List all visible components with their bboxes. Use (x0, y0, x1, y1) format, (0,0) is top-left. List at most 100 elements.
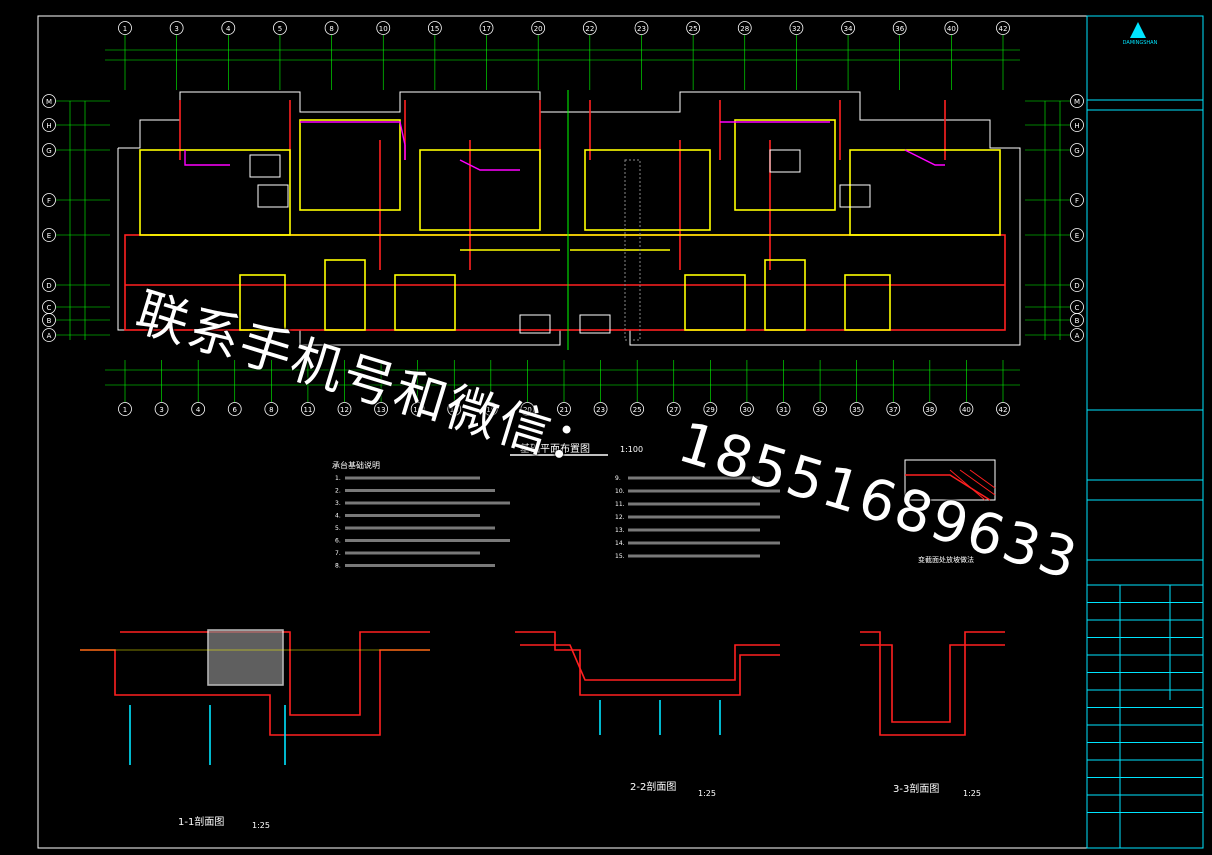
svg-text:E: E (47, 232, 51, 240)
svg-text:29: 29 (706, 406, 715, 414)
axis-bubble-right: E (1070, 228, 1084, 242)
svg-text:25: 25 (689, 25, 698, 33)
section-1-title: 1-1剖面图 (178, 815, 224, 828)
axis-bubble-bottom: 29 (703, 402, 718, 416)
axis-bubble-right: D (1070, 278, 1084, 292)
axis-bubble-right: A (1070, 328, 1084, 342)
axis-bubble-top: 25 (686, 21, 701, 35)
svg-text:40: 40 (962, 406, 971, 414)
note-item: 15. (615, 553, 625, 560)
svg-text:C: C (1075, 304, 1080, 312)
note-item: 14. (615, 540, 625, 547)
svg-text:38: 38 (925, 406, 934, 414)
note-item: 4. (335, 513, 341, 520)
svg-text:19: 19 (486, 406, 495, 414)
axis-bubble-right: M (1070, 94, 1084, 108)
svg-text:B: B (1075, 317, 1080, 325)
axis-bubble-left: B (42, 313, 56, 327)
svg-text:23: 23 (637, 25, 646, 33)
note-item: 11. (615, 501, 625, 508)
axis-bubble-bottom: 37 (886, 402, 901, 416)
axis-bubble-bottom: 35 (849, 402, 864, 416)
note-item: 10. (615, 488, 625, 495)
axis-bubble-bottom: 11 (301, 402, 315, 416)
section-2-2 (515, 631, 780, 735)
axis-bubble-bottom: 31 (776, 402, 791, 416)
note-item: 8. (335, 563, 341, 570)
svg-text:M: M (46, 98, 52, 106)
svg-text:E: E (1075, 232, 1079, 240)
svg-text:15: 15 (430, 25, 439, 33)
svg-text:23: 23 (596, 406, 605, 414)
section-1-1 (80, 629, 430, 765)
axis-bubble-top: 15 (427, 21, 442, 35)
note-item: 5. (335, 525, 341, 532)
notes-left: 1.2.3.4.5.6.7.8. (335, 475, 510, 570)
plan-scale: 1:100 (620, 445, 643, 454)
notes-heading: 承台基础说明 (332, 460, 380, 470)
notes-right: 9.10.11.12.13.14.15. (615, 475, 780, 560)
svg-text:20: 20 (523, 406, 532, 414)
axis-bubble-top: 23 (634, 21, 649, 35)
axis-bubble-bottom: 19 (483, 402, 498, 416)
svg-text:28: 28 (740, 25, 749, 33)
axis-bubble-right: C (1070, 300, 1084, 314)
svg-text:17: 17 (482, 25, 491, 33)
axis-bubble-top: 3 (169, 21, 184, 35)
svg-text:25: 25 (633, 406, 642, 414)
svg-text:35: 35 (852, 406, 861, 414)
axis-bubble-bottom: 6 (227, 402, 242, 416)
axis-bubble-top: 20 (531, 21, 546, 35)
title-block-logo: DAMINGSHAN (1123, 40, 1158, 46)
section-1-scale: 1:25 (252, 821, 270, 830)
axis-bubble-bottom: 32 (813, 402, 827, 416)
axis-bubble-right: B (1070, 313, 1084, 327)
svg-text:31: 31 (779, 406, 788, 414)
svg-text:F: F (47, 197, 51, 205)
axis-bubble-bottom: 42 (996, 402, 1010, 416)
svg-text:30: 30 (742, 406, 751, 414)
svg-text:D: D (46, 282, 51, 290)
note-item: 12. (615, 514, 625, 521)
axis-bubble-top: 34 (841, 21, 855, 35)
axis-bubble-top: 1 (118, 21, 132, 35)
axis-bubble-top: 5 (273, 21, 287, 35)
svg-text:27: 27 (669, 406, 678, 414)
note-item: 6. (335, 538, 341, 545)
svg-text:1: 1 (123, 25, 127, 33)
svg-text:3: 3 (159, 406, 163, 414)
note-item: 13. (615, 527, 625, 534)
axis-bubble-top: 40 (944, 21, 959, 35)
svg-text:6: 6 (233, 406, 238, 414)
svg-text:36: 36 (895, 25, 904, 33)
svg-text:H: H (1074, 122, 1079, 130)
axis-bubble-left: E (42, 228, 56, 242)
axis-bubble-left: F (42, 193, 56, 207)
svg-text:13: 13 (377, 406, 386, 414)
axis-bubble-bottom: 1 (118, 402, 132, 416)
title-block (1086, 15, 1204, 849)
svg-text:A: A (1075, 332, 1080, 340)
axis-bubble-bottom: 20 (520, 402, 535, 416)
axis-bubble-top: 8 (324, 21, 339, 35)
axis-bubble-bottom: 18 (447, 402, 462, 416)
svg-text:20: 20 (534, 25, 543, 33)
axis-bubble-bottom: 12 (337, 402, 352, 416)
axis-bubble-top: 28 (737, 21, 752, 35)
axis-bubble-left: H (42, 118, 56, 132)
svg-text:H: H (46, 122, 51, 130)
axis-bubble-bottom: 27 (666, 402, 681, 416)
note-item: 7. (335, 550, 341, 557)
axis-bubble-left: C (42, 300, 56, 314)
axis-bubble-top: 32 (789, 21, 804, 35)
axis-bubble-top: 22 (582, 21, 597, 35)
svg-text:C: C (47, 304, 52, 312)
svg-text:42: 42 (999, 25, 1008, 33)
axis-bubble-bottom: 40 (959, 402, 974, 416)
axis-bubble-bottom: 21 (557, 402, 571, 416)
axis-bubble-left: M (42, 94, 56, 108)
section-3-scale: 1:25 (963, 789, 981, 798)
note-item: 3. (335, 500, 341, 507)
svg-text:8: 8 (269, 406, 273, 414)
